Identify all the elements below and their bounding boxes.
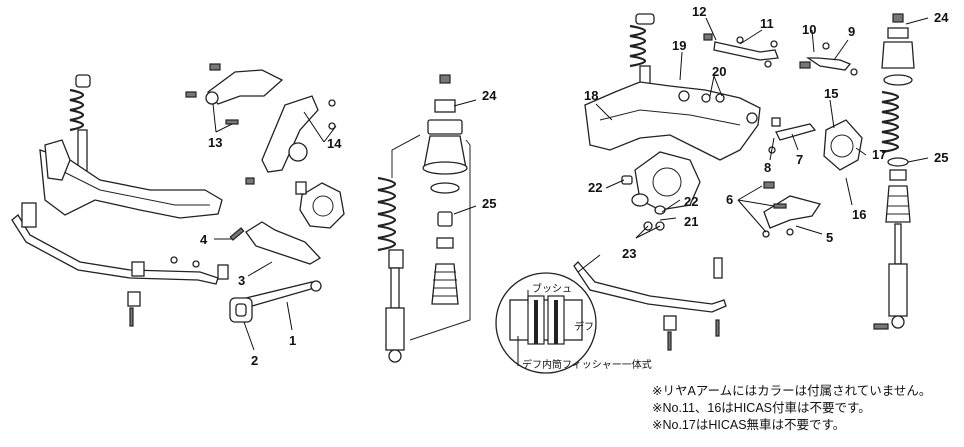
rear-suspension-assembly: [573, 13, 863, 351]
callout-12: 12: [692, 4, 706, 19]
front-knuckle: [44, 139, 71, 181]
callout-22-right: 22: [684, 194, 698, 209]
front-lower-arm: [245, 221, 322, 265]
callout-5: 5: [826, 230, 833, 245]
callout-24-rear: 24: [934, 10, 949, 25]
callout-21: 21: [684, 214, 698, 229]
callout-13: 13: [208, 135, 222, 150]
callout-2: 2: [251, 353, 258, 368]
rear-hub-knuckle: [823, 119, 863, 171]
rear-lower-arm: [763, 195, 822, 229]
note-line-2: ※No.11、16はHICAS付車は不要です。: [652, 401, 871, 415]
callout-7: 7: [796, 152, 803, 167]
callout-25-front: 25: [482, 196, 496, 211]
front-crossmember: [39, 149, 223, 219]
callout-10: 10: [802, 22, 816, 37]
front-hub-knuckle: [299, 182, 345, 229]
callout-3: 3: [238, 273, 245, 288]
rear-strut-assembly: [629, 13, 655, 89]
callout-6: 6: [726, 192, 733, 207]
callout-4: 4: [200, 232, 208, 247]
callout-16: 16: [852, 207, 866, 222]
rear-stabilizer-bar: [573, 261, 727, 313]
rear-traction-link: [805, 57, 852, 71]
note-line-1: ※リヤAアームにはカラーは付属されていません。: [652, 384, 932, 398]
leader-lines: [212, 17, 929, 351]
callout-9: 9: [848, 24, 855, 39]
callout-19: 19: [672, 38, 686, 53]
notes-block: ※リヤAアームにはカラーは付属されていません。 ※No.11、16はHICAS付…: [652, 383, 952, 434]
callout-20: 20: [712, 64, 726, 79]
callout-24-front: 24: [482, 88, 497, 103]
callout-23: 23: [622, 246, 636, 261]
rear-toe-link: [775, 123, 817, 141]
callout-1: 1: [289, 333, 296, 348]
inset-caption: デフ内筒フィッシャー一体式: [522, 358, 652, 371]
front-stabilizer-bar: [11, 214, 219, 285]
bush-label: ブッシュ: [532, 282, 572, 295]
front-tension-rod: [244, 281, 320, 307]
rear-coilover-exploded: [873, 13, 915, 330]
rear-subframe: [584, 81, 761, 161]
front-suspension-assembly: [11, 63, 345, 327]
callout-15: 15: [824, 86, 838, 101]
callout-11: 11: [760, 16, 774, 31]
front-coilover-exploded: [377, 74, 471, 363]
callout-22-left: 22: [588, 180, 602, 195]
callout-labels: 1 2 3 4 13 14 24 25 12 11 10 9 19 20 18 …: [200, 4, 949, 368]
front-upper-arm: [207, 69, 284, 105]
callout-18: 18: [584, 88, 598, 103]
note-line-3: ※No.17はHICAS無車は不要です。: [652, 418, 846, 432]
diff-label: デフ: [574, 320, 594, 333]
callout-14: 14: [327, 136, 342, 151]
callout-8: 8: [764, 160, 771, 175]
bushing-detail-inset: ブッシュ デフ デフ内筒フィッシャー一体式: [495, 254, 652, 374]
rear-upper-link: [713, 41, 779, 61]
callout-25-rear: 25: [934, 150, 948, 165]
callout-17: 17: [872, 147, 886, 162]
front-tension-arm: [261, 95, 319, 173]
